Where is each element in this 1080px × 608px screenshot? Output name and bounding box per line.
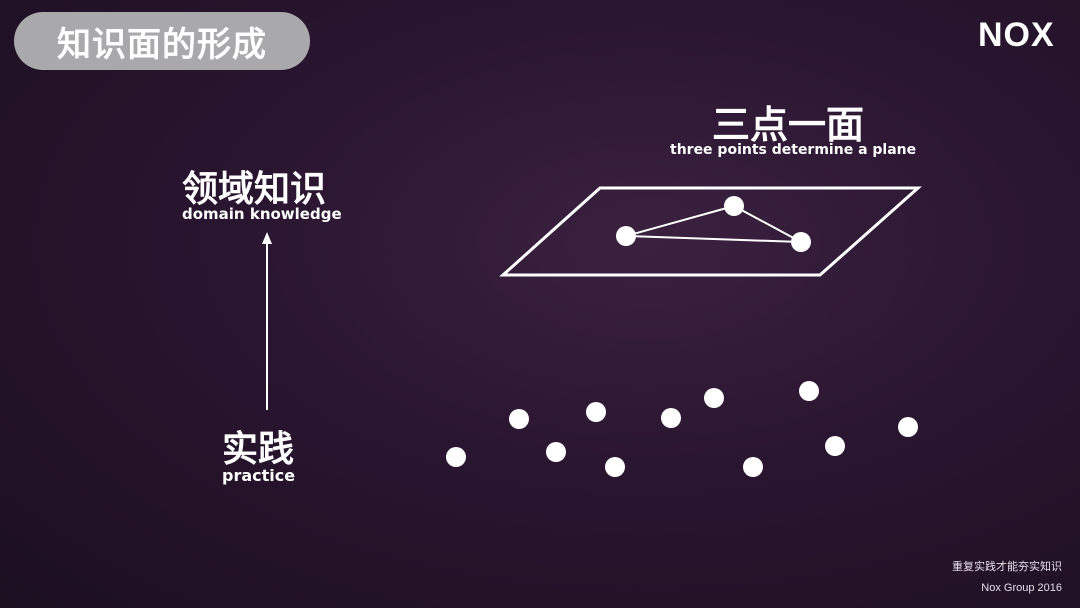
practice-point <box>586 402 606 422</box>
domain-subtitle: domain knowledge <box>182 205 342 223</box>
practice-point <box>605 457 625 477</box>
practice-point <box>546 442 566 462</box>
plane-title: 三点一面 <box>712 103 865 147</box>
practice-subtitle: practice <box>222 466 296 485</box>
practice-point <box>661 408 681 428</box>
plane-subtitle: three points determine a plane <box>670 142 917 158</box>
practice-point <box>446 447 466 467</box>
triangle <box>625 204 802 243</box>
practice-point <box>743 457 763 477</box>
slide-title: 知识面的形成 <box>14 12 310 70</box>
practice-point <box>509 409 529 429</box>
arrow-up-icon <box>262 232 272 244</box>
nox-logo: NOX <box>978 16 1055 54</box>
plane-point <box>616 226 636 246</box>
footer-caption: 重复实践才能夯实知识 <box>952 561 1062 573</box>
footer-credit: Nox Group 2016 <box>981 582 1062 594</box>
domain-title: 领域知识 <box>182 169 327 210</box>
practice-point <box>704 388 724 408</box>
practice-point <box>898 417 918 437</box>
plane-point <box>724 196 744 216</box>
plane-shape <box>499 186 922 277</box>
plane-point <box>791 232 811 252</box>
practice-point <box>799 381 819 401</box>
practice-point <box>825 436 845 456</box>
practice-title: 实践 <box>222 429 295 470</box>
